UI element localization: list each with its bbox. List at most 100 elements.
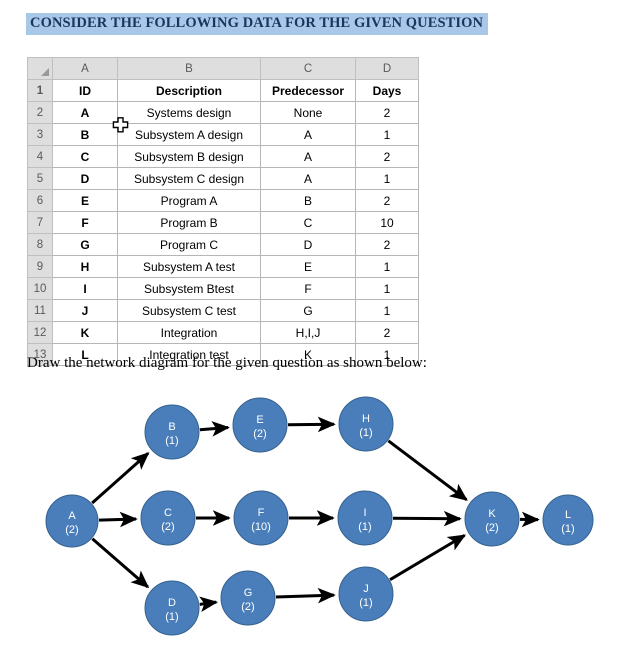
cell-description[interactable]: Program A	[117, 189, 261, 212]
cell-id[interactable]: G	[52, 233, 118, 256]
cell-predecessor[interactable]: H,I,J	[260, 321, 356, 344]
node-j[interactable]: J(1)	[338, 566, 394, 622]
row-number[interactable]: 5	[27, 167, 53, 190]
cell-days[interactable]: 2	[355, 101, 419, 124]
cell-predecessor[interactable]: None	[260, 101, 356, 124]
row-number[interactable]: 2	[27, 101, 53, 124]
column-header-c[interactable]: C	[260, 57, 356, 80]
cell-id[interactable]: D	[52, 167, 118, 190]
cell-id[interactable]: I	[52, 277, 118, 300]
cell-predecessor-header[interactable]: Predecessor	[260, 79, 356, 102]
node-f[interactable]: F(10)	[233, 490, 289, 546]
row-number[interactable]: 8	[27, 233, 53, 256]
node-l[interactable]: L(1)	[542, 494, 594, 546]
cell-description[interactable]: Subsystem C test	[117, 299, 261, 322]
cell-predecessor[interactable]: F	[260, 277, 356, 300]
cell-id[interactable]: B	[52, 123, 118, 146]
node-circle	[144, 580, 200, 636]
node-duration: (1)	[359, 597, 372, 609]
cell-predecessor[interactable]: G	[260, 299, 356, 322]
cell-description[interactable]: Subsystem B design	[117, 145, 261, 168]
cell-predecessor[interactable]: E	[260, 255, 356, 278]
cell-predecessor[interactable]: A	[260, 167, 356, 190]
cell-days[interactable]: 10	[355, 211, 419, 234]
cell-days[interactable]: 1	[355, 123, 419, 146]
cell-description[interactable]: Systems design	[117, 101, 261, 124]
cell-id[interactable]: A	[52, 101, 118, 124]
column-header-a[interactable]: A	[52, 57, 118, 80]
cell-id-header[interactable]: ID	[52, 79, 118, 102]
cell-description[interactable]: Subsystem A design	[117, 123, 261, 146]
cell-id[interactable]: E	[52, 189, 118, 212]
cell-id[interactable]: H	[52, 255, 118, 278]
row-number[interactable]: 4	[27, 145, 53, 168]
node-a[interactable]: A(2)	[45, 494, 99, 548]
row-number[interactable]: 1	[27, 79, 53, 102]
cell-predecessor[interactable]: C	[260, 211, 356, 234]
cell-predecessor[interactable]: K	[260, 343, 356, 366]
cell-description[interactable]: Program B	[117, 211, 261, 234]
data-table[interactable]: A B C D 1 ID Description Predecessor Day…	[27, 57, 419, 366]
cell-id[interactable]: F	[52, 211, 118, 234]
node-d[interactable]: D(1)	[144, 580, 200, 636]
cell-description[interactable]: Subsystem C design	[117, 167, 261, 190]
row-number[interactable]: 7	[27, 211, 53, 234]
cell-predecessor[interactable]: D	[260, 233, 356, 256]
cell-days[interactable]: 1	[355, 277, 419, 300]
row-number[interactable]: 10	[27, 277, 53, 300]
node-e[interactable]: E(2)	[232, 397, 288, 453]
cell-description[interactable]: Integration	[117, 321, 261, 344]
node-h[interactable]: H(1)	[338, 396, 394, 452]
cell-id[interactable]: C	[52, 145, 118, 168]
row-number[interactable]: 12	[27, 321, 53, 344]
row-number[interactable]: 9	[27, 255, 53, 278]
select-all-corner[interactable]	[27, 57, 53, 80]
cell-description[interactable]: Subsystem A test	[117, 255, 261, 278]
cell-days[interactable]: 2	[355, 233, 419, 256]
node-k[interactable]: K(2)	[464, 491, 520, 547]
node-b[interactable]: B(1)	[144, 404, 200, 460]
row-number[interactable]: 13	[27, 343, 53, 366]
cell-days[interactable]: 1	[355, 255, 419, 278]
cell-days-header[interactable]: Days	[355, 79, 419, 102]
node-g[interactable]: G(2)	[220, 570, 276, 626]
row-number[interactable]: 11	[27, 299, 53, 322]
cell-description[interactable]: Program C	[117, 233, 261, 256]
cell-id[interactable]: L	[52, 343, 118, 366]
cell-description-header[interactable]: Description	[117, 79, 261, 102]
cell-days[interactable]: 2	[355, 189, 419, 212]
cell-predecessor[interactable]: A	[260, 145, 356, 168]
row-number[interactable]: 6	[27, 189, 53, 212]
table-row[interactable]: 1 ID Description Predecessor Days	[27, 79, 419, 102]
node-i[interactable]: I(1)	[337, 490, 393, 546]
node-c[interactable]: C(2)	[140, 490, 196, 546]
cell-days[interactable]: 2	[355, 321, 419, 344]
cell-days[interactable]: 1	[355, 343, 419, 366]
cell-predecessor[interactable]: B	[260, 189, 356, 212]
cell-days[interactable]: 2	[355, 145, 419, 168]
node-circle	[232, 397, 288, 453]
cell-days[interactable]: 1	[355, 299, 419, 322]
cell-description[interactable]: Integration test	[117, 343, 261, 366]
cell-description[interactable]: Subsystem Btest	[117, 277, 261, 300]
cell-id[interactable]: J	[52, 299, 118, 322]
cell-days[interactable]: 1	[355, 167, 419, 190]
row-number[interactable]: 3	[27, 123, 53, 146]
cell-predecessor[interactable]: A	[260, 123, 356, 146]
column-header-d[interactable]: D	[355, 57, 419, 80]
column-header-b[interactable]: B	[117, 57, 261, 80]
cell-id[interactable]: K	[52, 321, 118, 344]
